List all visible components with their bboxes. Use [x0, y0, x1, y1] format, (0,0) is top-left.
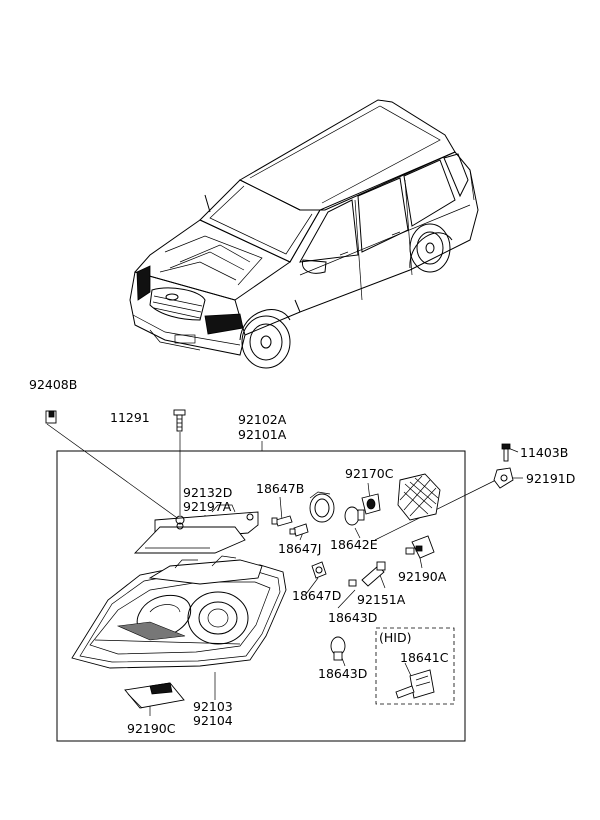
- screw-11291: [173, 409, 186, 432]
- part-labels: 92408B 11291 92102A 92101A 11403B 92191D…: [29, 377, 575, 736]
- cover-92132D: [133, 504, 259, 554]
- socket-92190A: [405, 535, 435, 559]
- label-18641C: 18641C: [400, 650, 449, 665]
- label-11291: 11291: [110, 410, 150, 425]
- label-92190A: 92190A: [398, 569, 447, 584]
- assembly-frame: [56, 450, 466, 742]
- socket-18647D: [311, 561, 327, 579]
- bulb-18642E: [344, 506, 365, 526]
- bulb-18643D: [330, 636, 346, 661]
- headlamp-assembly: [71, 555, 287, 669]
- label-92101A: 92101A: [238, 427, 287, 442]
- label-92102A: 92102A: [238, 412, 287, 427]
- label-18647J: 18647J: [278, 541, 321, 556]
- ballast-92190C: [124, 682, 185, 709]
- socket-18647J: [289, 523, 309, 537]
- label-92191D: 92191D: [526, 471, 575, 486]
- bulb-18647B: [271, 515, 293, 527]
- hid-box: [375, 627, 455, 705]
- socket-92170C: [361, 493, 381, 515]
- label-11403B: 11403B: [520, 445, 568, 460]
- label-18643D-upper: 18643D: [328, 610, 377, 625]
- label-92103: 92103: [193, 699, 233, 714]
- label-92408B: 92408B: [29, 377, 77, 392]
- clip-92408B: [45, 410, 57, 424]
- label-18647B: 18647B: [256, 481, 304, 496]
- label-92197A: 92197A: [183, 499, 232, 514]
- bracket-92191D: [493, 467, 514, 489]
- vehicle-illustration: [129, 99, 479, 369]
- hid-bulb-18641C: [395, 669, 435, 699]
- back-cover: [397, 473, 441, 521]
- label-hid: (HID): [379, 630, 411, 645]
- label-92170C: 92170C: [345, 466, 394, 481]
- label-92104: 92104: [193, 713, 233, 728]
- label-18643D-lower: 18643D: [318, 666, 367, 681]
- label-92190C: 92190C: [127, 721, 176, 736]
- holder-92151A: [348, 561, 386, 587]
- leader-lines: [46, 423, 523, 716]
- label-18647D: 18647D: [292, 588, 341, 603]
- bolt-11403B: [501, 443, 511, 462]
- cap-92170C-ring: [309, 491, 335, 523]
- label-18642E: 18642E: [330, 537, 378, 552]
- label-92151A: 92151A: [357, 592, 406, 607]
- label-92132D: 92132D: [183, 485, 232, 500]
